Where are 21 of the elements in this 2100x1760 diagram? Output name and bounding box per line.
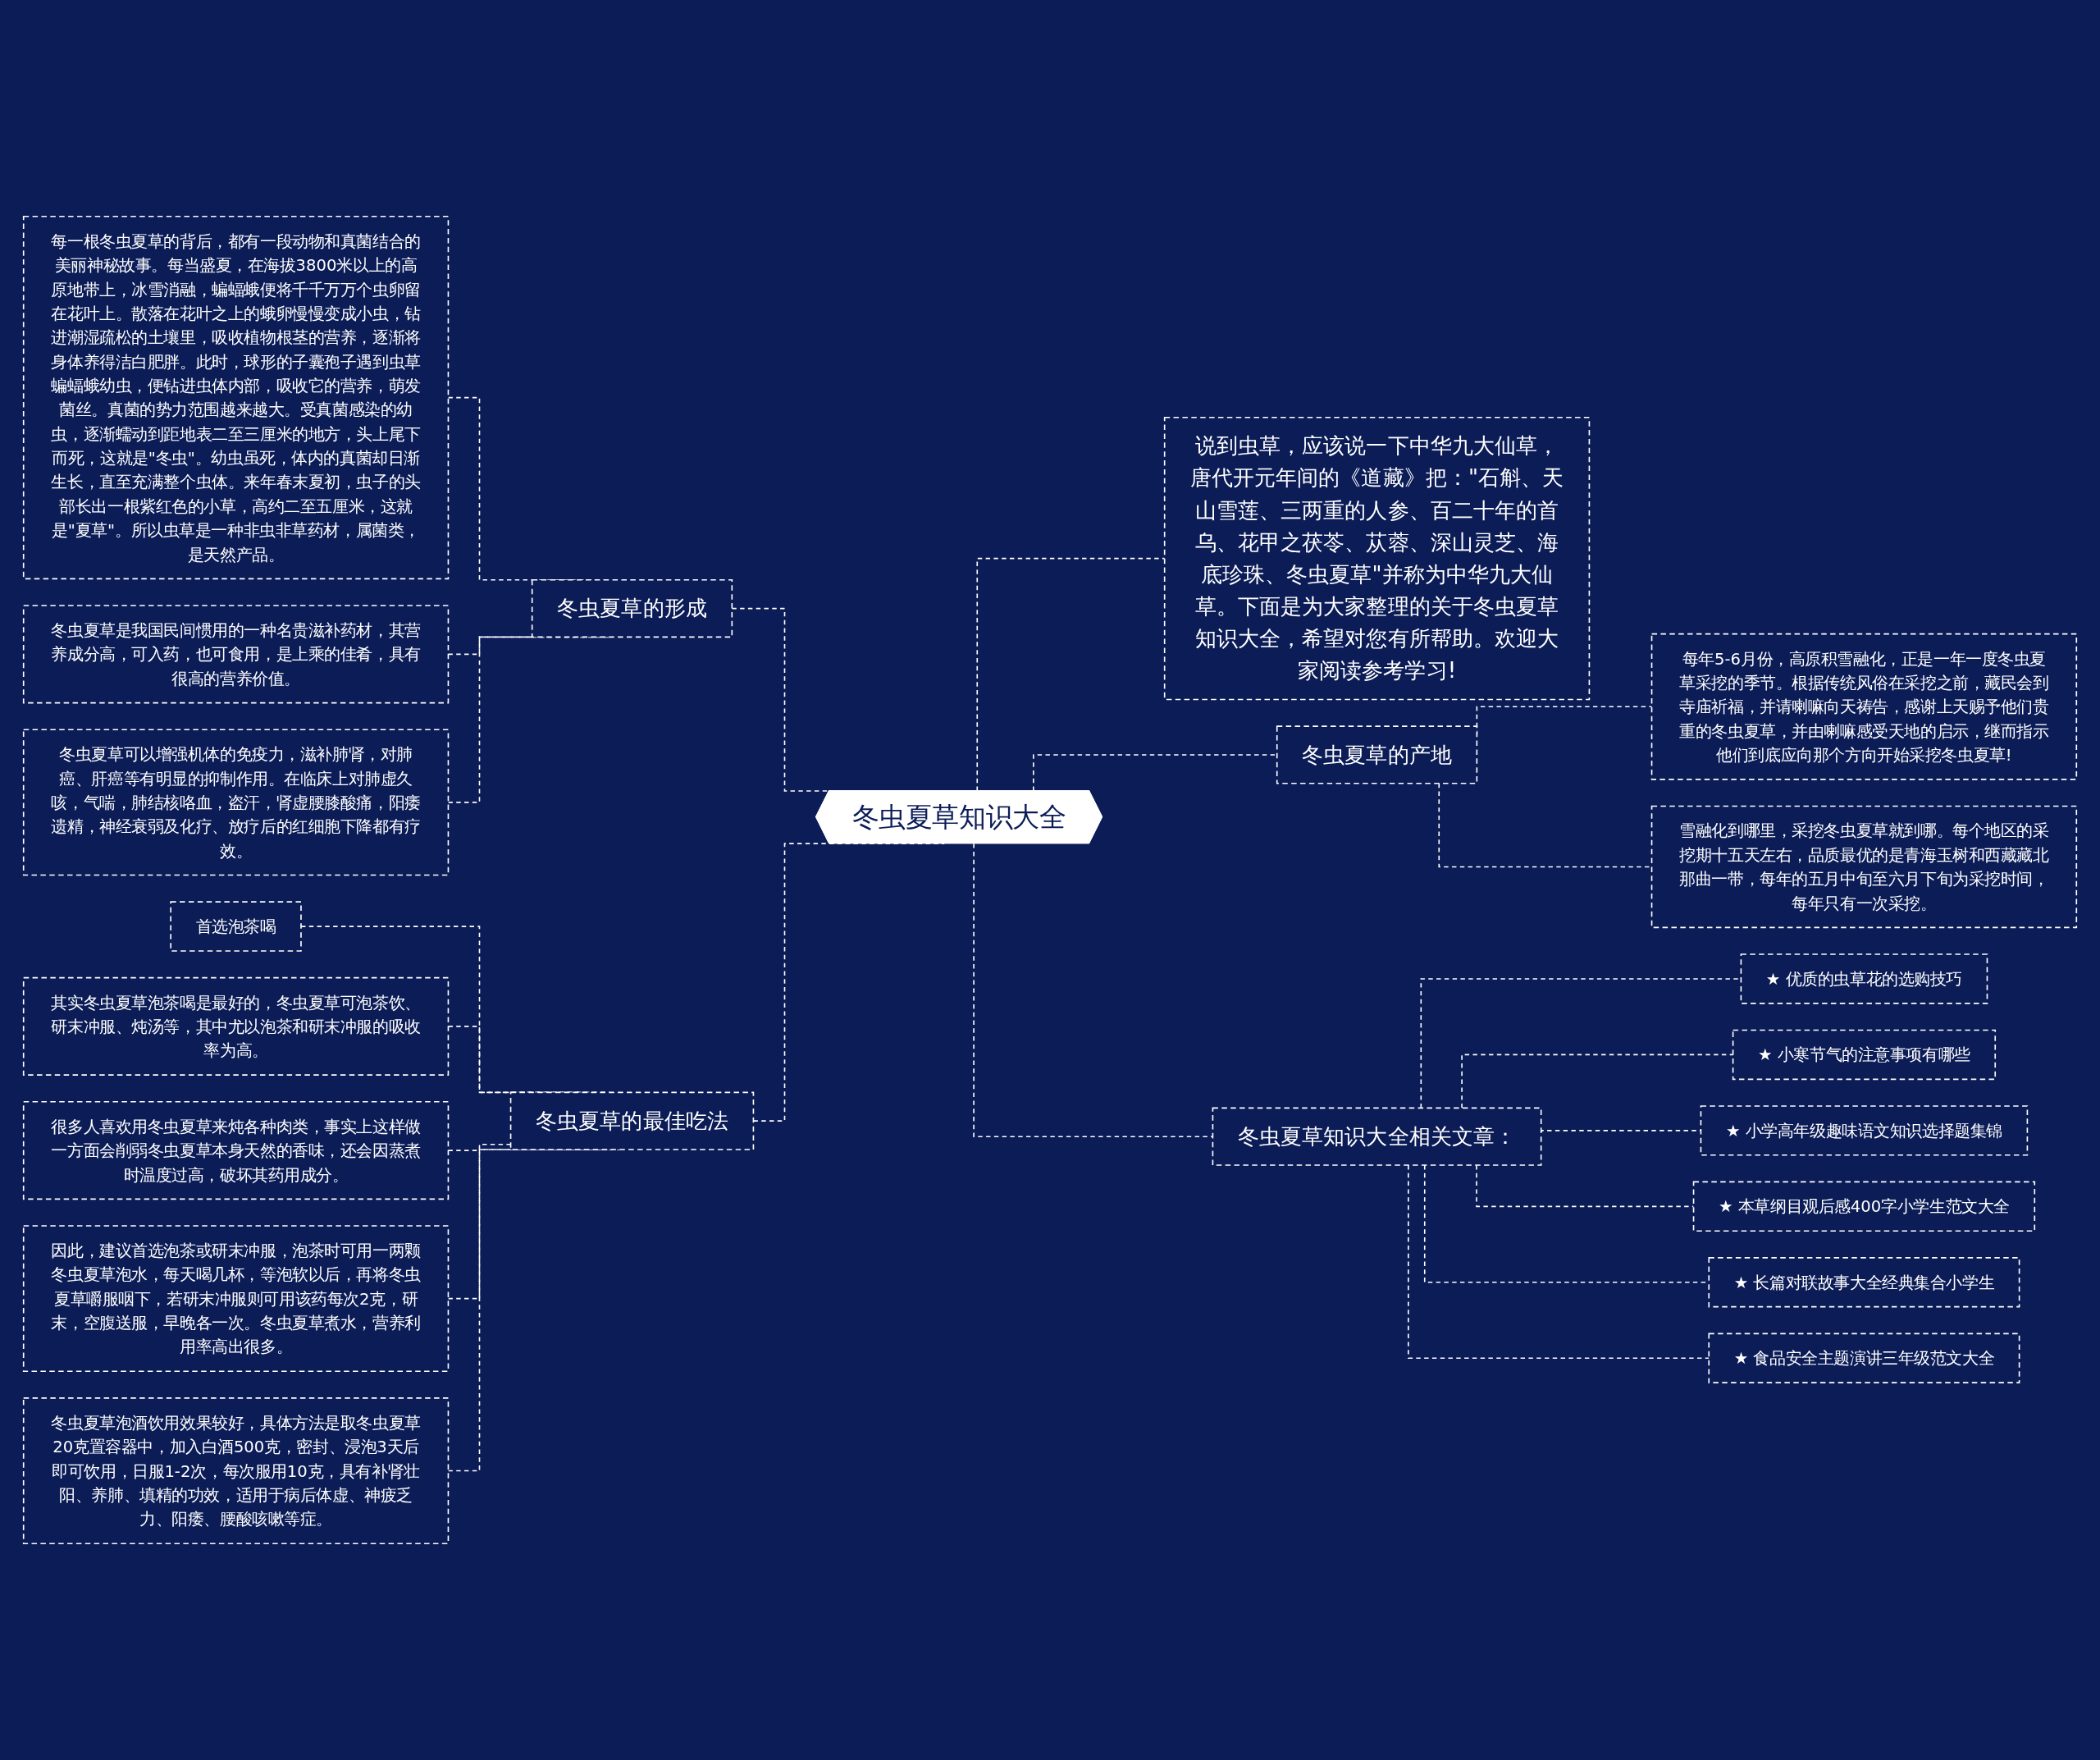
node-box: ★ 优质的虫草花的选购技巧 [1740,953,1988,1004]
node-box: 冬虫夏草知识大全相关文章： [1212,1107,1542,1166]
node-box: ★ 小寒节气的注意事项有哪些 [1732,1029,1997,1081]
node-box: 每一根冬虫夏草的背后，都有一段动物和真菌结合的美丽神秘故事。每当盛夏，在海拔3800米以上的高原地带上，冰雪消融，蝙蝠蛾便将千千万万个虫卵留在花叶上。散落在花叶之上的蛾卵慢慢变成小虫，钻进潮湿疏松的土壤里，吸收植物根茎的营养，逐渐将身体养得洁白肥胖。此时，球形的子囊孢子遇到虫草蝙蝠蛾幼虫，便钻进虫体内部，吸收它的营养，萌发菌丝。真菌的势力范围越来越大。受真菌感染的幼虫，逐渐蠕动到距地表二至三厘米的地方，头上尾下而死，这就是"冬虫"。幼虫虽死，体内的真菌却日渐生长，直至充满整个虫体。来年春末夏初，虫子的头部长出一根紫红色的小草，高约二至五厘米，这就是"夏草"。所以虫草是一种非虫非草药材，属菌类，是天然产品。 [22,216,450,580]
node-box: 冬虫夏草是我国民间惯用的一种名贵滋补药材，其营养成分高，可入药，也可食用，是上乘的佳肴，具有很高的营养价值。 [22,605,450,704]
node-box: 其实冬虫夏草泡茶喝是最好的，冬虫夏草可泡茶饮、研末冲服、炖汤等，其中尤以泡茶和研末冲服的吸收率为高。 [22,976,450,1076]
node-box: ★ 食品安全主题演讲三年级范文大全 [1708,1333,2020,1383]
node-box: 冬虫夏草的最佳吃法 [509,1091,755,1150]
node-box: 冬虫夏草泡酒饮用效果较好，具体方法是取冬虫夏草20克置容器中，加入白酒500克，密封、浸泡3天后即可饮用，日服1-2次，每次服用10克，具有补肾壮阳、养肺、填精的功效，适用于病后体虚、神疲乏力、阳痿、腰酸咳嗽等症。 [22,1397,450,1544]
node-box: 因此，建议首选泡茶或研末冲服，泡茶时可用一两颗冬虫夏草泡水，每天喝几杯，等泡软以后，再将冬虫夏草嚼服咽下，若研末冲服则可用该药每次2克，研末，空腹送服，早晚各一次。冬虫夏草煮水，营养利用率高出很多。 [22,1225,450,1373]
node-box: ★ 小学高年级趣味语文知识选择题集锦 [1700,1105,2029,1156]
node-box: 雪融化到哪里，采挖冬虫夏草就到哪。每个地区的采挖期十五天左右，品质最优的是青海玉树和西藏藏北那曲一带，每年的五月中旬至六月下旬为采挖时间，每年只有一次采挖。 [1650,805,2078,929]
node-box: 冬虫夏草可以增强机体的免疫力，滋补肺肾，对肺癌、肝癌等有明显的抑制作用。在临床上对肺虚久咳，气喘，肺结核咯血，盗汗，肾虚腰膝酸痛，阳痿遗精，神经衰弱及化疗、放疗后的红细胞下降都有疗效。 [22,729,450,876]
node-box: 说到虫草，应该说一下中华九大仙草，唐代开元年间的《道藏》把："石斛、天山雪莲、三两重的人参、百二十年的首乌、花甲之茯苓、苁蓉、深山灵芝、海底珍珠、冬虫夏草"并称为中华九大仙草。下面是为大家整理的关于冬虫夏草知识大全，希望对您有所帮助。欢迎大家阅读参考学习! [1163,417,1591,701]
node-box: 首选泡茶喝 [170,901,302,952]
node-box: 很多人喜欢用冬虫夏草来炖各种肉类，事实上这样做一方面会削弱冬虫夏草本身天然的香味，还会因蒸煮时温度过高，破坏其药用成分。 [22,1100,450,1200]
node-box: 冬虫夏草的产地 [1276,725,1478,784]
node-box: 每年5-6月份，高原积雪融化，正是一年一度冬虫夏草采挖的季节。根据传统风俗在采挖之前，藏民会到寺庙祈福，并请喇嘛向天祷告，感谢上天赐予他们贵重的冬虫夏草，并由喇嘛感受天地的启示，继而指示他们到底应向那个方向开始采挖冬虫夏草! [1650,633,2078,780]
node-box: 冬虫夏草的形成 [531,578,733,638]
node-box: ★ 长篇对联故事大全经典集合小学生 [1708,1257,2020,1308]
node-box: ★ 本草纲目观后感400字小学生范文大全 [1692,1181,2036,1232]
